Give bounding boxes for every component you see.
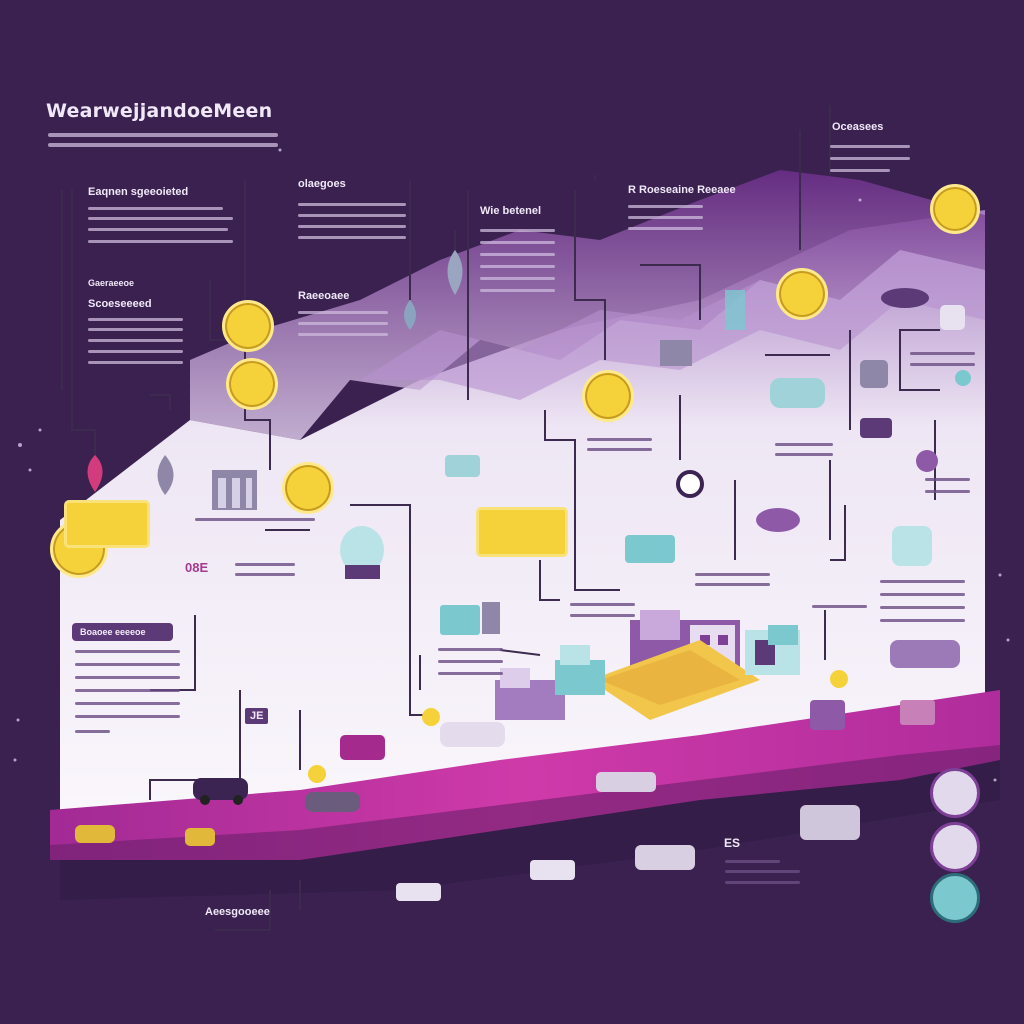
- col2-subhead: Raeeoaee: [298, 290, 350, 302]
- yellow-info-box: [64, 500, 150, 548]
- yellow-info-box: [476, 507, 568, 557]
- code-tag: JE: [245, 708, 269, 724]
- page-title: WearwejjandoeMeen: [46, 100, 273, 122]
- col4-heading: R Roeseaine Reeaee: [628, 184, 736, 196]
- target-icon: [676, 470, 704, 498]
- coin-icon: [582, 370, 634, 422]
- col1-subhead-2: Scoeseeeed: [88, 298, 152, 310]
- coin-icon: [930, 184, 980, 234]
- truck-icon: [930, 768, 980, 818]
- col3-heading: Wie betenel: [480, 205, 542, 217]
- coin-icon: [226, 358, 278, 410]
- drone-icon: [930, 822, 980, 872]
- col1-heading: Eaqnen sgeeoieted: [88, 186, 189, 198]
- balloon-icon: [916, 450, 938, 472]
- node-icon: [422, 708, 440, 726]
- coin-icon: [222, 300, 274, 352]
- top-right-heading: Oceasees: [832, 121, 884, 133]
- coin-icon: [776, 268, 828, 320]
- col1-subhead-1: Gaeraeeoe: [88, 278, 135, 288]
- col2-heading: olaegoes: [298, 178, 346, 190]
- node-icon: [955, 370, 971, 386]
- node-icon: [830, 670, 848, 688]
- coin-icon: [282, 462, 334, 514]
- left-panel-label: Boaoee eeeeoe: [72, 623, 173, 641]
- server-icon: [930, 873, 980, 923]
- map-code-2: ES: [724, 836, 741, 850]
- bottom-caption: Aeesgooeee: [205, 906, 270, 918]
- map-code-1: 08E: [185, 560, 209, 575]
- node-icon: [308, 765, 326, 783]
